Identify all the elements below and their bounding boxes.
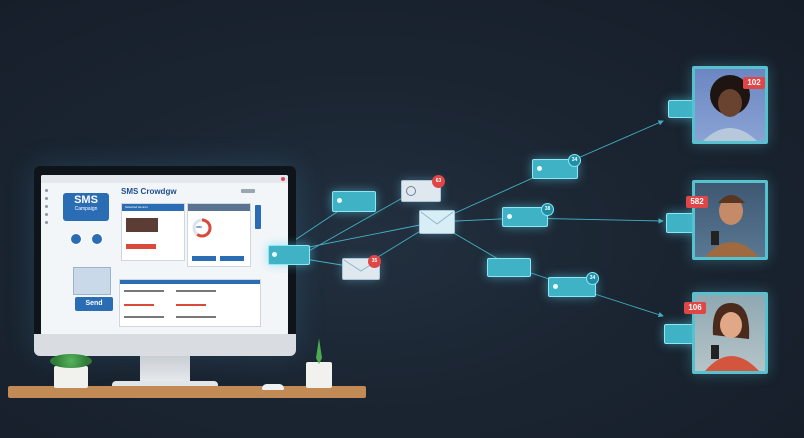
toolbar-icon[interactable] <box>241 189 255 193</box>
gauge-chart <box>192 218 212 238</box>
campaign-table <box>119 279 261 327</box>
gauge-value: 3ME <box>196 225 203 229</box>
envelope-icon[interactable] <box>401 180 441 202</box>
sms-campaign-card: SMS Campaign <box>63 193 109 221</box>
app-title: SMS Crowdgw <box>121 187 177 196</box>
map-thumbnail <box>73 267 111 295</box>
action-button[interactable] <box>126 244 156 249</box>
nav-icon[interactable] <box>45 205 48 208</box>
check-icon <box>272 252 277 257</box>
check-icon <box>507 214 512 219</box>
panel-button[interactable] <box>192 256 216 261</box>
message-count: 106 <box>684 302 706 314</box>
monitor-chin <box>34 334 296 356</box>
photo-thumbnail <box>126 218 158 232</box>
message-count: 582 <box>686 196 708 208</box>
avatar-icon <box>705 195 759 257</box>
monitor-base <box>112 381 218 389</box>
send-button[interactable]: Send <box>75 297 113 311</box>
close-icon[interactable] <box>281 177 285 181</box>
selected-channel-panel: Seleicied Hennel <box>121 203 185 261</box>
message-node[interactable] <box>268 245 310 265</box>
notification-badge: 63 <box>432 175 445 188</box>
sms-card-subtitle: Campaign <box>74 206 98 212</box>
envelope-flap <box>420 211 454 225</box>
avatar-icon <box>705 303 759 371</box>
message-node[interactable] <box>502 207 548 227</box>
recipient-photo <box>692 292 768 374</box>
avatar-icon <box>703 75 757 141</box>
nav-icon[interactable] <box>45 221 48 224</box>
monitor-screen: SMS Campaign Send SMS Crowdgw Seleicied … <box>41 175 288 335</box>
node-badge: 34 <box>586 272 599 285</box>
message-node[interactable] <box>487 258 531 277</box>
monitor-stand <box>140 356 190 382</box>
node-badge: 34 <box>568 154 581 167</box>
check-icon <box>553 284 558 289</box>
plant-pot <box>54 366 88 388</box>
browser-topbar <box>41 175 288 183</box>
sms-card-title: SMS <box>74 194 98 206</box>
nav-icon[interactable] <box>45 189 48 192</box>
recipient-photo <box>692 180 768 260</box>
step-circle[interactable] <box>70 233 82 245</box>
step-circle[interactable] <box>91 233 103 245</box>
recipient-photo <box>692 66 768 144</box>
message-node[interactable] <box>548 277 596 297</box>
message-node[interactable] <box>532 159 578 179</box>
plant-leaves <box>308 338 330 364</box>
notification-badge: 35 <box>368 255 381 268</box>
nav-icon[interactable] <box>45 197 48 200</box>
computer-mouse <box>262 384 284 390</box>
envelope-icon[interactable] <box>419 210 455 234</box>
nav-icon[interactable] <box>45 213 48 216</box>
check-icon <box>337 198 342 203</box>
scroll-handle[interactable] <box>255 205 261 229</box>
message-node[interactable] <box>332 191 376 212</box>
metrics-panel: 3ME <box>187 203 251 267</box>
plant-leaves <box>50 354 92 368</box>
plant-pot <box>306 362 332 388</box>
message-count: 102 <box>743 77 765 89</box>
node-badge: 38 <box>541 203 554 216</box>
panel-button[interactable] <box>220 256 244 261</box>
panel-header: Seleicied Hennel <box>125 205 148 209</box>
check-icon <box>537 166 542 171</box>
sidebar <box>45 189 49 239</box>
